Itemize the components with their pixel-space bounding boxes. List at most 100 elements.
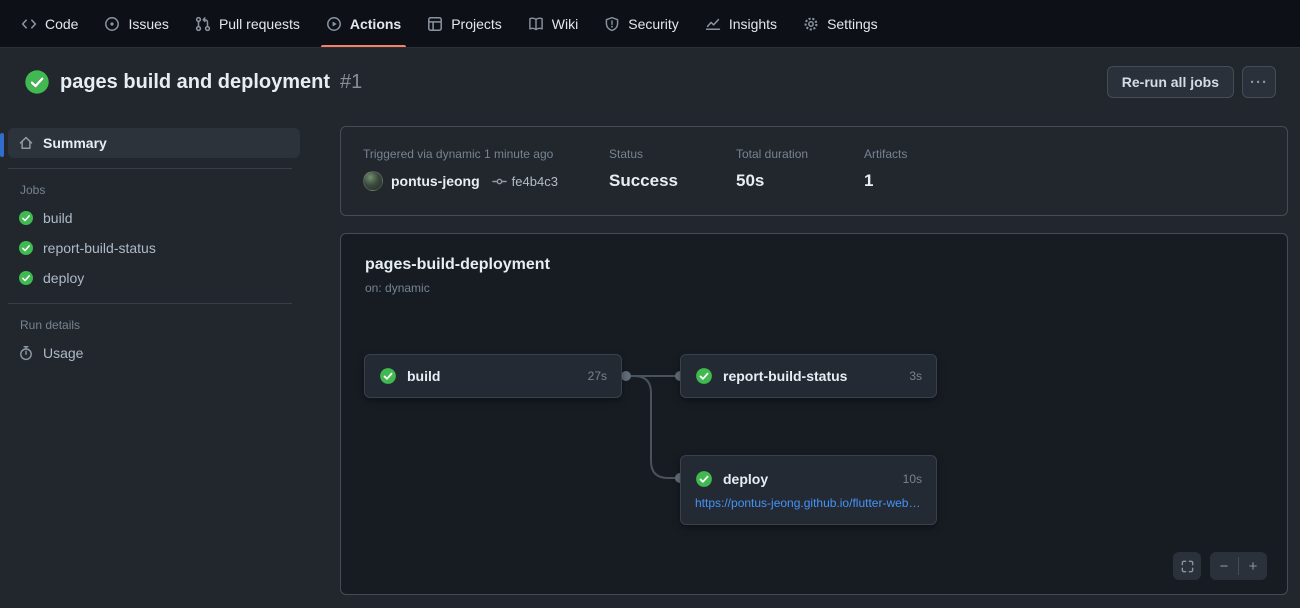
workflow-graph-card[interactable]: pages-build-deployment on: dynamic build…: [340, 233, 1288, 595]
sidebar-job-report-build-status[interactable]: report-build-status: [8, 233, 300, 263]
tab-wiki[interactable]: Wiki: [517, 0, 589, 47]
zoom-out-button[interactable]: −: [1210, 552, 1238, 580]
divider: [1238, 557, 1239, 575]
artifacts-column: Artifacts 1: [864, 147, 907, 191]
sidebar-item-usage[interactable]: Usage: [8, 338, 300, 368]
run-details-section-header: Run details: [20, 318, 81, 332]
rerun-all-jobs-button[interactable]: Re-run all jobs: [1106, 66, 1234, 98]
kebab-menu-button[interactable]: ···: [1242, 66, 1276, 98]
sidebar-item-label: Summary: [43, 135, 107, 151]
header-actions: Re-run all jobs ···: [1106, 66, 1276, 98]
tab-pull-requests[interactable]: Pull requests: [184, 0, 311, 47]
content-area: Summary Jobs build report-build-status d…: [0, 114, 1300, 595]
tab-label: Settings: [827, 15, 878, 32]
code-icon: [21, 18, 37, 29]
fullscreen-button[interactable]: [1173, 552, 1201, 580]
tab-label: Actions: [349, 15, 402, 32]
tab-label: Projects: [451, 15, 502, 32]
node-duration: 10s: [902, 472, 922, 486]
avatar[interactable]: [363, 171, 383, 191]
tab-code[interactable]: Code: [10, 0, 89, 47]
selected-accent-bar: [0, 133, 4, 157]
tab-projects[interactable]: Projects: [416, 0, 513, 47]
run-header: pages build and deployment #1 Re-run all…: [0, 48, 1300, 114]
tab-label: Issues: [128, 15, 169, 32]
book-icon: [528, 17, 543, 30]
stopwatch-icon: [20, 346, 32, 361]
git-pull-request-icon: [195, 16, 211, 31]
trigger-column: Triggered via dynamic 1 minute ago pontu…: [363, 147, 609, 191]
active-tab-underline: [320, 45, 407, 47]
run-info-card: Triggered via dynamic 1 minute ago pontu…: [340, 126, 1288, 216]
tab-label: Insights: [728, 15, 778, 32]
sidebar: Summary Jobs build report-build-status d…: [0, 114, 300, 368]
status-value: Success: [609, 171, 678, 190]
duration-label: Total duration: [736, 147, 809, 161]
zoom-control: − +: [1210, 552, 1267, 580]
divider: [8, 303, 292, 304]
success-check-circle-icon: [19, 241, 33, 255]
success-check-circle-icon: [696, 368, 712, 384]
duration-value: 50s: [736, 171, 765, 190]
tab-issues[interactable]: Issues: [93, 0, 179, 47]
home-icon: [19, 136, 33, 150]
play-icon: [326, 16, 341, 31]
issue-opened-icon: [105, 16, 120, 31]
sidebar-job-build[interactable]: build: [8, 203, 300, 233]
triggered-text: Triggered via dynamic 1 minute ago: [363, 147, 554, 161]
success-check-circle-icon: [19, 271, 33, 285]
commit-link[interactable]: fe4b4c3: [491, 173, 558, 189]
graph-node-deploy[interactable]: deploy 10s https://pontus-jeong.github.i…: [680, 455, 937, 525]
workflow-graph-header: pages-build-deployment on: dynamic: [365, 256, 550, 295]
success-check-circle-icon: [25, 70, 49, 94]
graph-node-build[interactable]: build 27s: [364, 354, 622, 398]
tab-security[interactable]: Security: [593, 0, 690, 47]
jobs-section-header: Jobs: [20, 183, 46, 197]
tab-label: Wiki: [551, 15, 579, 32]
connector-dot: [621, 371, 631, 381]
duration-column: Total duration 50s: [736, 147, 864, 191]
run-title: pages build and deployment #1: [24, 69, 362, 95]
shield-icon: [605, 16, 619, 31]
fullscreen-icon: [1181, 560, 1193, 572]
node-duration: 3s: [909, 369, 922, 383]
tab-label: Pull requests: [218, 15, 300, 32]
success-check-circle-icon: [19, 211, 33, 225]
tab-insights[interactable]: Insights: [694, 0, 788, 47]
status-column: Status Success: [609, 147, 736, 191]
success-check-circle-icon: [380, 368, 396, 384]
node-label: report-build-status: [723, 368, 848, 384]
repo-nav: Code Issues Pull requests Actions Projec…: [0, 0, 1300, 48]
artifacts-value: 1: [864, 171, 874, 190]
tab-label: Code: [45, 15, 79, 32]
node-label: build: [407, 368, 441, 384]
zoom-in-button[interactable]: +: [1239, 552, 1267, 580]
main-panel: Triggered via dynamic 1 minute ago pontu…: [340, 126, 1288, 595]
job-label: deploy: [43, 270, 85, 286]
job-label: report-build-status: [43, 240, 156, 256]
graph-node-report-build-status[interactable]: report-build-status 3s: [680, 354, 937, 398]
table-icon: [428, 16, 443, 31]
job-label: build: [43, 210, 73, 226]
graph-icon: [705, 18, 720, 30]
graph-controls: − +: [1173, 552, 1267, 580]
sidebar-item-label: Usage: [43, 345, 84, 361]
actor-row: pontus-jeong fe4b4c3: [363, 171, 609, 191]
page-title: pages build and deployment: [60, 70, 331, 93]
git-commit-icon: [491, 178, 507, 184]
sidebar-job-deploy[interactable]: deploy: [8, 263, 300, 293]
tab-actions[interactable]: Actions: [315, 0, 412, 47]
artifacts-label: Artifacts: [864, 147, 908, 161]
sidebar-item-summary[interactable]: Summary: [8, 128, 300, 158]
actor-link[interactable]: pontus-jeong: [391, 173, 480, 189]
divider: [8, 168, 292, 169]
node-duration: 27s: [587, 369, 607, 383]
tab-settings[interactable]: Settings: [792, 0, 889, 47]
gear-icon: [804, 17, 818, 30]
commit-sha: fe4b4c3: [511, 173, 558, 189]
workflow-name: pages-build-deployment: [365, 256, 550, 273]
tab-label: Security: [628, 15, 679, 32]
deployment-url-link[interactable]: https://pontus-jeong.github.io/flutter-w…: [695, 496, 921, 510]
success-check-circle-icon: [696, 471, 712, 487]
workflow-trigger: on: dynamic: [365, 281, 430, 295]
